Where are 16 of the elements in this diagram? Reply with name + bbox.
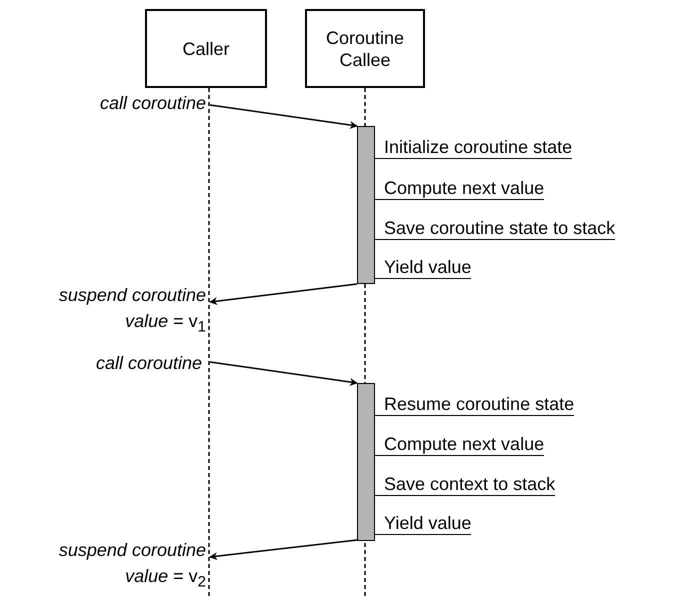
step-label: Save coroutine state to stack <box>375 217 616 240</box>
step-label: Compute next value <box>375 177 544 200</box>
lifeline-header: Coroutine Callee <box>305 9 425 88</box>
step-label: Save context to stack <box>375 473 556 496</box>
message-arrow <box>209 539 358 560</box>
message-arrow <box>210 104 358 129</box>
activation-bar <box>357 126 375 284</box>
activation-bar <box>357 383 375 541</box>
message-arrow <box>210 361 358 386</box>
lifeline-header: Caller <box>145 9 267 88</box>
step-label: Initialize coroutine state <box>375 136 572 159</box>
message-arrow <box>209 283 358 306</box>
step-label: Resume coroutine state <box>375 393 574 416</box>
step-label: Compute next value <box>375 433 544 456</box>
step-label: Yield value <box>375 256 472 279</box>
step-label: Yield value <box>375 512 472 535</box>
